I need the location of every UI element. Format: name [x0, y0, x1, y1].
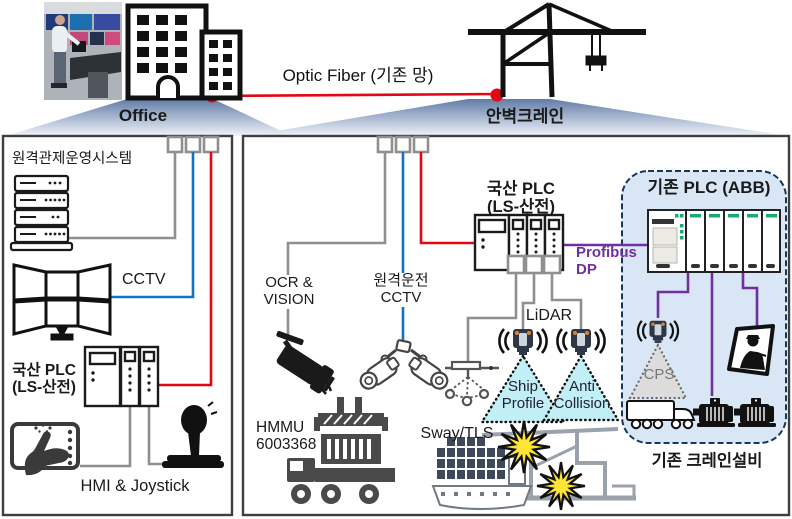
hmi-icon [10, 422, 80, 476]
office-plc-icon [83, 345, 160, 408]
office-fan [6, 99, 292, 136]
touch-hand-icon [24, 423, 69, 476]
server-rack-icon [9, 174, 74, 252]
hmi-joystick-label: HMI & Joystick [80, 477, 190, 495]
joystick-icon [162, 401, 224, 468]
quay-crane-label: 안벽크레인 [485, 107, 565, 126]
office-wiring [68, 152, 213, 468]
existing-plc-icon [647, 209, 781, 273]
office-label: Office [118, 106, 168, 125]
optic-fiber-line [205, 88, 504, 103]
control-room-photo [44, 2, 122, 100]
remote-cctv-label: 원격운전 CCTV [363, 272, 439, 307]
ocr-camera-icon [276, 330, 335, 395]
existing-equipment-label: 기존 크레인설비 [651, 452, 763, 470]
ship-profile-label: Ship Profile [501, 378, 545, 412]
fiber-connectors [166, 135, 430, 154]
lidar-label: LiDAR [525, 307, 573, 324]
existing-plc-label: 기존 PLC (ABB) [647, 178, 771, 197]
remote-system-label: 원격관제운영시스템 [12, 151, 133, 167]
hmmu-label: HMMU 6003368 [256, 419, 317, 454]
office-plc-label: 국산 PLC (LS-산전) [12, 362, 76, 397]
cctv-label: CCTV [122, 271, 166, 288]
sway-tls-icon [444, 360, 499, 407]
ptz-cameras-icon [355, 339, 453, 394]
profibus-label: Profibus DP [576, 244, 637, 278]
crane-fan [246, 99, 788, 136]
cps-sensor-icon [628, 319, 688, 399]
quay-crane-icon [468, 2, 646, 98]
crane-plc-icon [473, 213, 565, 275]
container-truck-icon [287, 397, 395, 504]
office-building-icon [125, 3, 243, 101]
anti-collision-label: Anti Collision [553, 378, 611, 412]
ship-icon [431, 437, 533, 510]
cps-label: CPS [643, 366, 675, 383]
ocr-vision-label: OCR & VISION [258, 274, 320, 309]
crane-plc-label: 국산 PLC (LS-산전) [487, 180, 555, 217]
sway-tls-label: Sway/TLS [420, 425, 494, 442]
operator-cab-icon [727, 324, 775, 376]
optic-fiber-label: Optic Fiber (기존 망) [282, 66, 434, 85]
profibus-wiring [563, 243, 759, 396]
existing-truck-icon [626, 400, 696, 430]
lidar-anti-collision [541, 327, 621, 422]
cctv-monitor-wall-icon [12, 263, 112, 341]
